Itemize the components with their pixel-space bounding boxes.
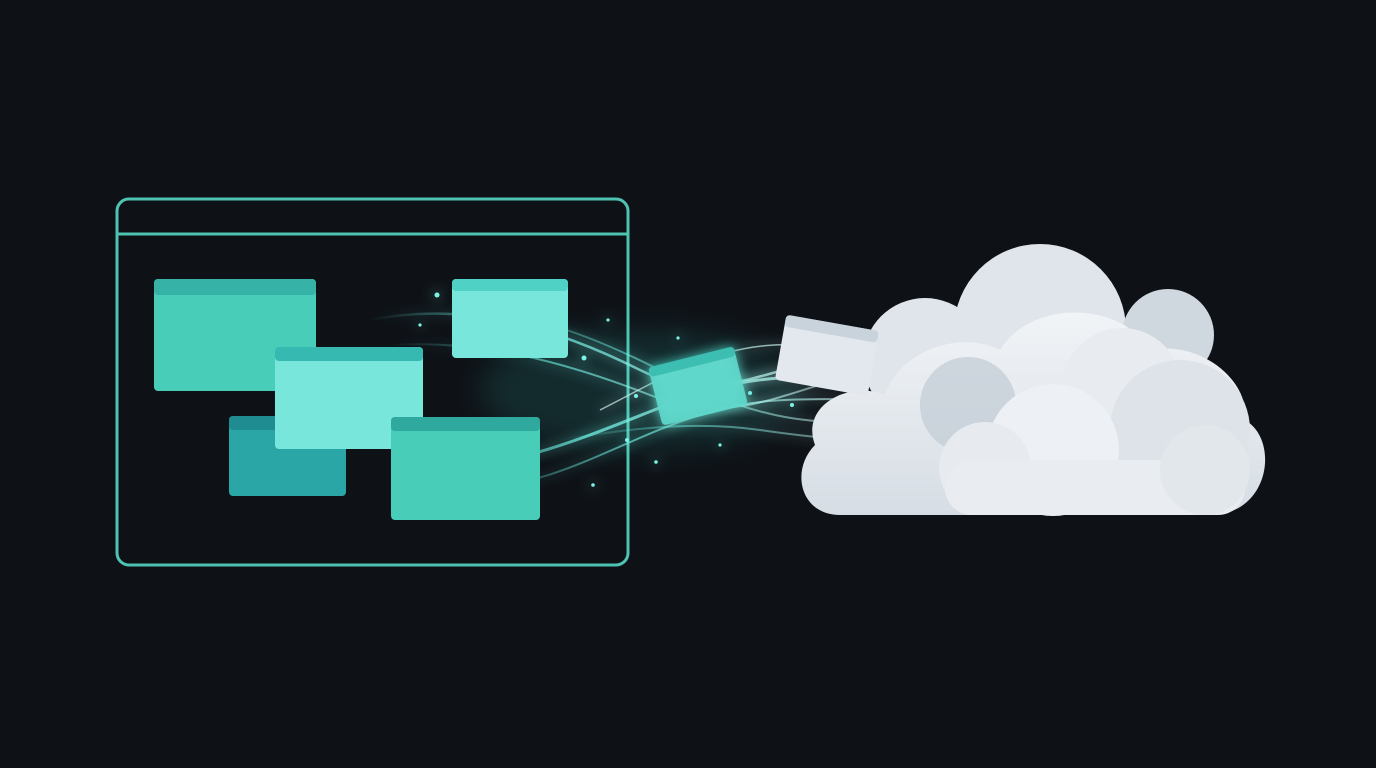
folder-card-icon <box>775 315 879 396</box>
folder-card-icon <box>648 347 748 425</box>
folder-card-icon <box>275 347 423 449</box>
folder-card-icon <box>391 417 540 520</box>
card-group <box>154 279 568 520</box>
cloud-icon <box>801 244 1266 516</box>
folder-card-icon <box>452 279 568 358</box>
